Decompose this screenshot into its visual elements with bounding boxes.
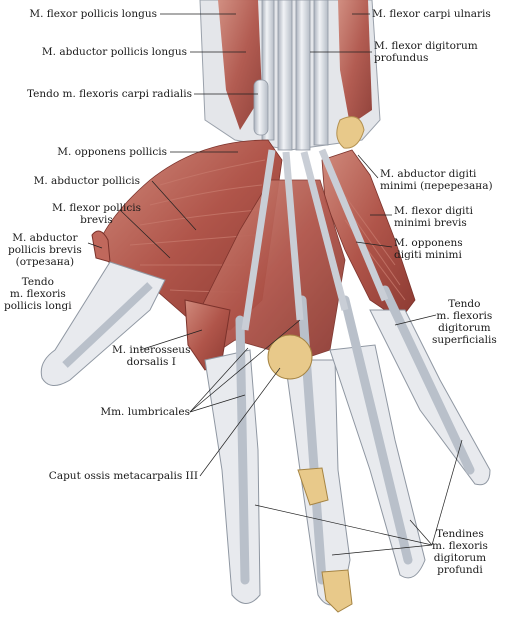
forearm-muscle-flexor-pollicis-longus (218, 0, 262, 130)
metacarpal-head-iii (267, 334, 313, 380)
forearm-muscle-flexor-carpi-ulnaris (338, 0, 372, 125)
label-opponens-pollicis: M. opponens pollicis (57, 146, 167, 158)
forearm-tendons (253, 0, 329, 151)
label-tendines-flexoris-digitorum-profundi: Tendines m. flexoris digitorum profundi (432, 528, 488, 576)
label-abductor-digiti-minimi: M. abductor digiti minimi (перерезана) (380, 168, 493, 192)
label-flexor-digiti-minimi-brevis: M. flexor digiti minimi brevis (394, 205, 473, 229)
middle-phalanx-bone (297, 467, 329, 506)
pisiform-bone (336, 116, 365, 149)
abductor-pollicis-brevis-cut (91, 230, 111, 263)
hypothenar-muscles (321, 149, 416, 321)
label-tendo-flexoris-carpi-radialis: Tendo m. flexoris carpi radialis (26, 88, 192, 100)
label-lumbricales: Mm. lumbricales (100, 406, 190, 418)
thumb-tendon (62, 282, 153, 368)
label-flexor-pollicis-brevis: M. flexor pollicis brevis (52, 202, 141, 226)
label-opponens-digiti-minimi: M. opponens digiti minimi (394, 237, 463, 261)
palm-tendons (241, 148, 389, 331)
label-abductor-pollicis-longus: M. abductor pollicis longus (41, 46, 187, 58)
label-caput-ossis-metacarpalis: Caput ossis metacarpalis III (48, 470, 198, 482)
label-flexor-pollicis-longus: M. flexor pollicis longus (29, 8, 157, 20)
label-abductor-pollicis-brevis: M. abductor pollicis brevis (отрезана) (8, 232, 82, 268)
label-abductor-pollicis: M. abductor pollicis (33, 175, 140, 187)
label-interosseus-dorsalis: M. interosseus dorsalis I (112, 344, 191, 368)
label-tendo-flexoris-digitorum-superficialis: Tendo m. flexoris digitorum superficiali… (432, 298, 497, 346)
leader-lines (87, 13, 463, 556)
label-flexor-carpi-ulnaris: M. flexor carpi ulnaris (372, 8, 491, 20)
label-flexor-digitorum-profundus: M. flexor digitorum profundus (374, 40, 478, 64)
distal-phalanx-bone (321, 569, 353, 613)
label-tendo-flexoris-pollicis-longi: Tendo m. flexoris pollicis longi (4, 276, 72, 312)
